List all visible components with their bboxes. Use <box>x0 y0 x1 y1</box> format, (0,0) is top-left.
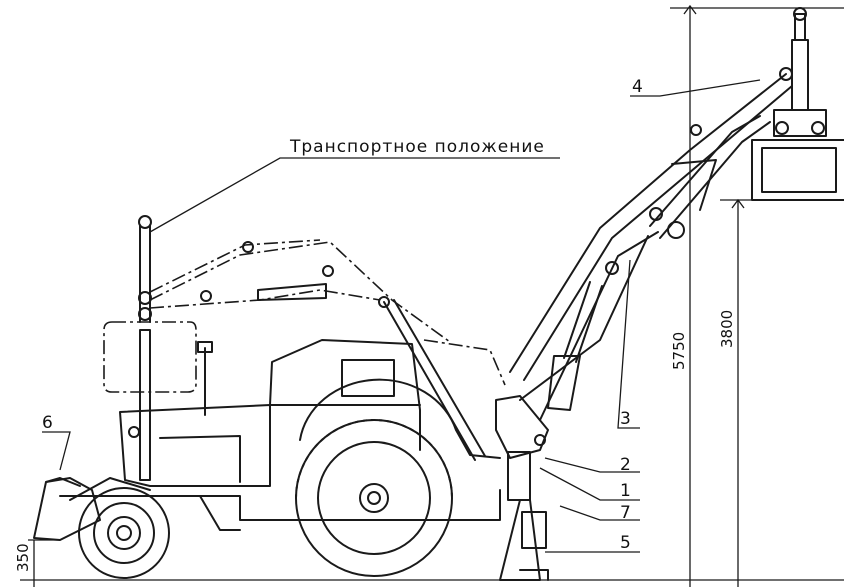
dimension-lines <box>28 4 844 587</box>
front-bucket <box>33 477 151 541</box>
callout-5: 5 <box>620 533 631 553</box>
dimension-350: 350 <box>14 543 32 572</box>
callout-6: 6 <box>42 413 53 433</box>
tractor-body <box>59 339 506 531</box>
callout-3: 3 <box>620 409 631 429</box>
boom-arm <box>495 67 793 581</box>
callout-1: 1 <box>620 481 631 501</box>
callout-4: 4 <box>632 77 643 97</box>
transport-position <box>103 215 486 481</box>
leader-lines <box>42 79 761 553</box>
rear-wheel <box>295 419 453 577</box>
dimension-3800: 3800 <box>718 310 736 348</box>
grab-bucket <box>751 7 844 201</box>
dimension-5750: 5750 <box>670 332 688 370</box>
transport-position-caption: Транспортное положение <box>289 137 545 157</box>
callout-7: 7 <box>620 503 631 523</box>
callout-2: 2 <box>620 455 631 475</box>
front-wheel <box>78 487 170 579</box>
